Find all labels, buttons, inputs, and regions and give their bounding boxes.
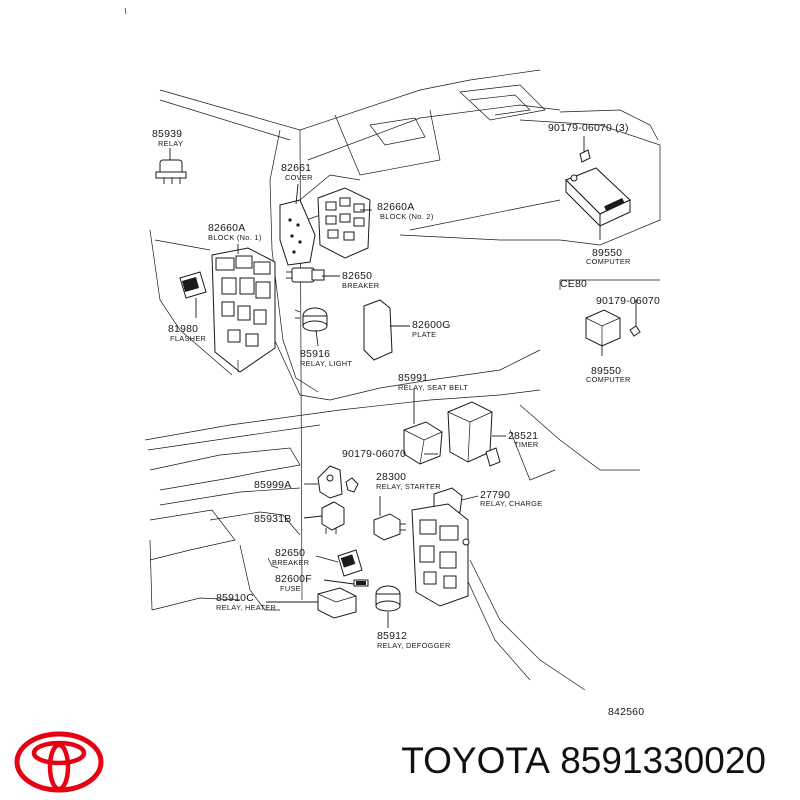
relay-85939-drawing — [155, 159, 187, 184]
flasher-81980-drawing — [179, 271, 207, 299]
computer-89550-upper-drawing — [565, 149, 631, 228]
callout-part-no: 82650 — [275, 547, 305, 559]
callout-89550-upper: 89550 COMPUTER — [586, 247, 631, 266]
breaker-82650-lower-drawing — [337, 549, 363, 577]
callout-85991: 85991 RELAY, SEAT BELT — [398, 372, 468, 392]
callout-81980: 81980 FLASHER — [168, 323, 206, 343]
callout-name: RELAY — [158, 139, 183, 148]
plate-82600g-drawing — [363, 299, 393, 361]
callout-85931b: 85931B — [254, 513, 291, 525]
callout-part-no: 85991 — [398, 372, 428, 384]
callout-part-no: 82600G — [412, 319, 451, 331]
callout-82660a-no2: 82660A BLOCK (No. 2) — [377, 201, 434, 221]
callout-85916: 85916 RELAY, LIGHT — [300, 348, 352, 368]
callout-82600g: 82600G PLATE — [412, 319, 451, 339]
callout-part-no: 85939 — [152, 128, 182, 140]
callout-part-no: 82600F — [275, 573, 312, 585]
callout-part-no: 28300 — [376, 471, 406, 483]
callout-part-no: 85912 — [377, 630, 407, 642]
callout-85912: 85912 RELAY, DEFOGGER — [377, 630, 451, 650]
callout-85910c: 85910C RELAY, HEATER — [216, 592, 276, 612]
callout-part-no: 82660A — [208, 222, 245, 234]
callout-part-no: 82661 — [281, 162, 311, 174]
callout-part-no: 85931B — [254, 513, 291, 525]
callout-name: RELAY, DEFOGGER — [377, 641, 451, 650]
callout-part-no: 82660A — [377, 201, 414, 213]
brand-part-number-line: TOYOTA 8591330020 — [401, 742, 766, 779]
callout-90179-06070-lower: 90179-06070 — [342, 448, 406, 460]
timer-28521-drawing — [447, 401, 501, 467]
callout-part-no: 85916 — [300, 348, 330, 360]
computer-89550-ce80-drawing — [585, 309, 641, 347]
callout-name: FLASHER — [170, 334, 206, 343]
callout-90179-06070-3: 90179-06070 (3) — [548, 122, 629, 134]
callout-name: TIMER — [514, 440, 539, 449]
callout-name: RELAY, LIGHT — [300, 359, 352, 368]
callout-name: RELAY, HEATER — [216, 603, 276, 612]
fuse-82600f-drawing — [353, 579, 369, 587]
callout-name: COVER — [285, 173, 313, 182]
callout-90179-06070-ce80: 90179-06070 — [596, 295, 660, 307]
bracket-85999a-drawing — [317, 465, 359, 499]
seat-belt-relay-85991-drawing — [403, 421, 443, 465]
callout-part-no: 27790 — [480, 489, 510, 501]
callout-27790: 27790 RELAY, CHARGE — [480, 489, 542, 508]
callout-85999a: 85999A — [254, 479, 291, 491]
callout-82650-lower: 82650 BREAKER — [272, 547, 309, 567]
brand-name: TOYOTA — [401, 740, 550, 781]
callout-82600f: 82600F FUSE — [275, 573, 312, 593]
callout-part-no: 85910C — [216, 592, 254, 604]
part-number: 8591330020 — [560, 740, 766, 781]
breaker-82650-upper-drawing — [286, 267, 325, 283]
callout-part-no: 89550 — [592, 247, 622, 259]
relay-block-no2-drawing — [317, 187, 371, 259]
defogger-relay-85912-drawing — [375, 585, 401, 612]
relay-bracket-assembly-drawing — [411, 503, 470, 607]
callout-part-no: 90179-06070 (3) — [548, 122, 629, 134]
callout-82660a-no1: 82660A BLOCK (No. 1) — [208, 222, 262, 242]
callout-82661: 82661 COVER — [281, 162, 313, 182]
relay-85931b-drawing — [321, 501, 345, 534]
callout-part-no: 85999A — [254, 479, 291, 491]
section-ce80: CE80 — [560, 278, 587, 290]
callout-part-no: 90179-06070 — [342, 448, 406, 460]
callout-name: RELAY, STARTER — [376, 482, 441, 491]
callout-part-no: 89550 — [591, 365, 621, 377]
section-label: CE80 — [560, 278, 587, 290]
callout-name: FUSE — [280, 584, 301, 593]
callout-name: RELAY, CHARGE — [480, 499, 542, 508]
relay-block-no1-drawing — [211, 247, 276, 373]
callout-name: BREAKER — [272, 558, 309, 567]
callout-28521: 28521 TIMER — [508, 430, 539, 449]
relay-light-85916-drawing — [294, 307, 328, 332]
callout-28300: 28300 RELAY, STARTER — [376, 471, 441, 491]
cover-82661-drawing — [279, 199, 316, 266]
starter-relay-28300-drawing — [373, 513, 406, 541]
callout-name: COMPUTER — [586, 375, 631, 384]
callout-name: PLATE — [412, 330, 436, 339]
callout-name: BLOCK (No. 2) — [380, 212, 434, 221]
drawing-code: 842560 — [608, 706, 644, 718]
callout-name: BLOCK (No. 1) — [208, 233, 262, 242]
toyota-logo-icon — [14, 731, 104, 793]
heater-relay-85910c-drawing — [317, 587, 357, 619]
callout-part-no: 28521 — [508, 430, 538, 442]
dashboard-outline-lower — [144, 389, 640, 691]
callout-part-no: 82650 — [342, 270, 372, 282]
callout-name: BREAKER — [342, 281, 379, 290]
callout-part-no: 90179-06070 — [596, 295, 660, 307]
callout-82650-upper: 82650 BREAKER — [342, 270, 379, 290]
callout-part-no: 81980 — [168, 323, 198, 335]
callout-name: COMPUTER — [586, 257, 631, 266]
callout-89550-ce80: 89550 COMPUTER — [586, 365, 631, 384]
leader-lines — [169, 136, 637, 628]
callout-name: RELAY, SEAT BELT — [398, 383, 468, 392]
callout-85939: 85939 RELAY — [152, 128, 183, 148]
